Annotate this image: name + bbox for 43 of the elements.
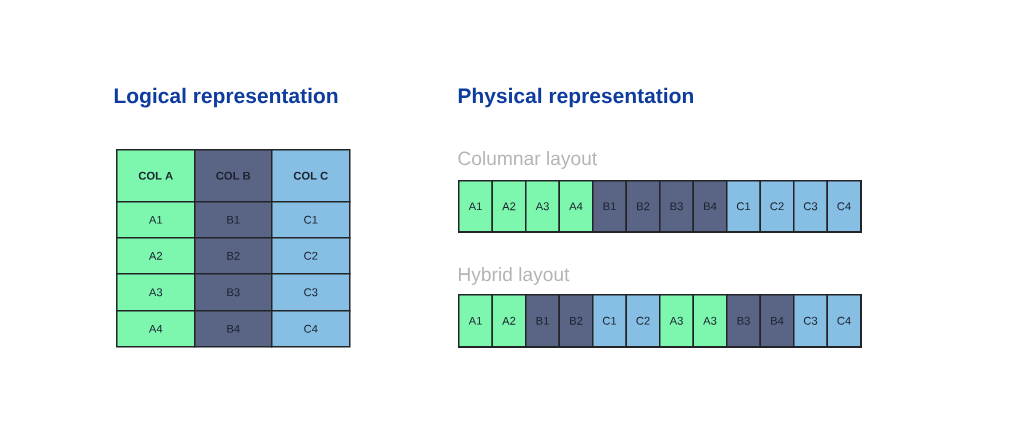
table-cell: A2 bbox=[116, 237, 196, 275]
table-cell: B2 bbox=[194, 237, 273, 275]
table-cell: C2 bbox=[271, 237, 351, 275]
data-block: A1 bbox=[458, 180, 493, 233]
table-header-cell: COL A bbox=[116, 149, 196, 203]
data-block: B3 bbox=[726, 294, 761, 348]
strip-heading: Columnar layout bbox=[458, 151, 598, 169]
data-block: B1 bbox=[525, 294, 560, 348]
data-block: A4 bbox=[558, 180, 594, 233]
data-block: A3 bbox=[692, 294, 728, 348]
table-cell: B3 bbox=[194, 273, 273, 312]
data-block: C1 bbox=[726, 180, 761, 233]
table-cell: C3 bbox=[271, 273, 351, 312]
data-block: A2 bbox=[491, 294, 527, 348]
data-block: A3 bbox=[659, 294, 694, 348]
data-block: A3 bbox=[525, 180, 560, 233]
data-block: C1 bbox=[592, 294, 627, 348]
data-block: C4 bbox=[826, 180, 862, 233]
section-heading: Logical representation bbox=[114, 87, 338, 108]
table-cell: C1 bbox=[271, 201, 351, 239]
data-block: B3 bbox=[659, 180, 694, 233]
data-block: B4 bbox=[759, 294, 795, 348]
table-cell: B4 bbox=[194, 310, 273, 348]
data-block: A2 bbox=[491, 180, 527, 233]
table-cell: A4 bbox=[116, 310, 196, 348]
strip-heading: Hybrid layout bbox=[458, 267, 570, 285]
table-cell: A3 bbox=[116, 273, 196, 312]
data-block: B2 bbox=[558, 294, 594, 348]
table-cell: B1 bbox=[194, 201, 273, 239]
data-block: B4 bbox=[692, 180, 728, 233]
table-header-cell: COL C bbox=[271, 149, 351, 203]
table-cell: C4 bbox=[271, 310, 351, 348]
table-header-cell: COL B bbox=[194, 149, 273, 203]
data-block: C2 bbox=[625, 294, 661, 348]
table-cell: A1 bbox=[116, 201, 196, 239]
data-block: B2 bbox=[625, 180, 661, 233]
section-heading: Physical representation bbox=[458, 87, 693, 108]
data-block: A1 bbox=[458, 294, 493, 348]
data-block: C4 bbox=[826, 294, 862, 348]
data-block: C2 bbox=[759, 180, 795, 233]
data-block: C3 bbox=[793, 294, 828, 348]
data-block: B1 bbox=[592, 180, 627, 233]
data-block: C3 bbox=[793, 180, 828, 233]
